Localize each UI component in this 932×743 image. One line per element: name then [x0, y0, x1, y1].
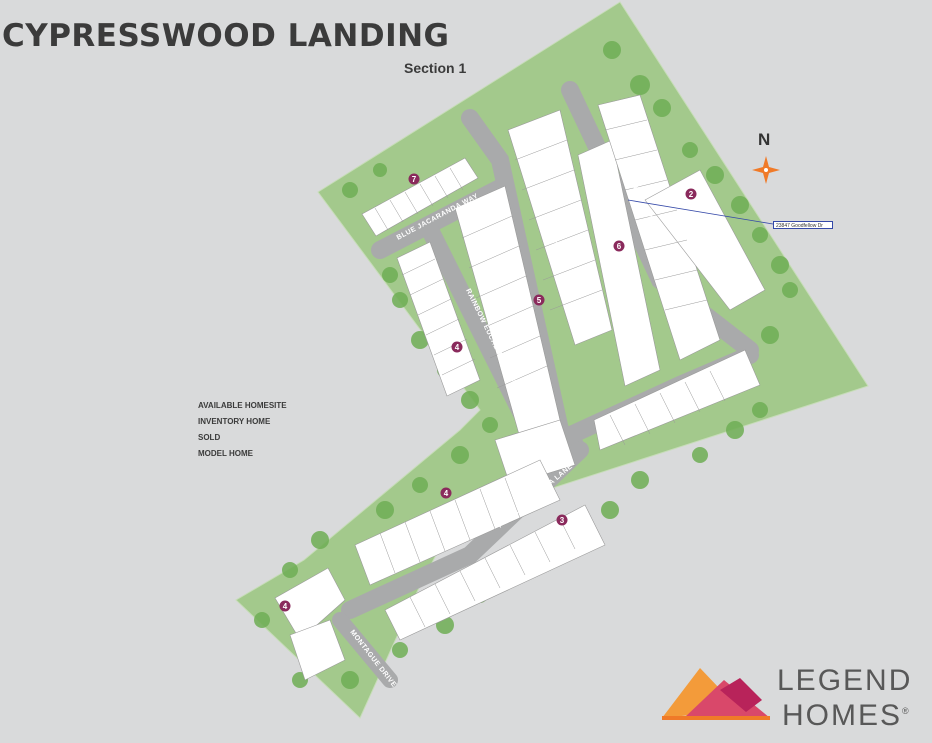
- section-markers: 7 4 5 6 2 4 3 4: [279, 173, 697, 612]
- marker-5-label: 5: [537, 296, 542, 305]
- compass-icon: [752, 156, 780, 184]
- lot-blocks: [274, 94, 766, 681]
- marker-3-label: 3: [560, 516, 565, 525]
- page-title: CYPRESSWOOD LANDING: [2, 18, 450, 54]
- marker-3[interactable]: [556, 514, 568, 526]
- marker-5[interactable]: [533, 294, 545, 306]
- legend-homes-logo-icon: [662, 668, 770, 720]
- address-callout[interactable]: 23847 Goodfellow Dr: [773, 221, 833, 229]
- legend-model: MODEL HOME: [198, 449, 253, 458]
- marker-4-b[interactable]: [440, 487, 452, 499]
- marker-6-label: 6: [617, 242, 622, 251]
- marker-2[interactable]: [685, 188, 697, 200]
- legend-inventory: INVENTORY HOME: [198, 417, 271, 426]
- lot-grid: [374, 119, 726, 628]
- brand-name-line2: HOMES®: [782, 696, 911, 731]
- callout-leader-line: [627, 199, 774, 225]
- brand-homes-text: HOMES: [782, 699, 903, 732]
- legend-available: AVAILABLE HOMESITE: [198, 401, 287, 410]
- brand-registered-mark: ®: [902, 706, 911, 716]
- marker-4-c-label: 4: [283, 602, 288, 611]
- marker-4-a-label: 4: [455, 343, 460, 352]
- marker-4-b-label: 4: [444, 489, 449, 498]
- brand-name-line1: LEGEND: [777, 664, 913, 697]
- marker-6[interactable]: [613, 240, 625, 252]
- marker-7-label: 7: [412, 175, 417, 184]
- map-legend: AVAILABLE HOMESITE INVENTORY HOME SOLD M…: [198, 398, 287, 462]
- marker-7[interactable]: [408, 173, 420, 185]
- north-label: N: [758, 130, 771, 149]
- marker-4-c[interactable]: [279, 600, 291, 612]
- page-subtitle: Section 1: [404, 60, 467, 76]
- marker-2-label: 2: [689, 190, 694, 199]
- marker-4-a[interactable]: [451, 341, 463, 353]
- legend-sold: SOLD: [198, 433, 221, 442]
